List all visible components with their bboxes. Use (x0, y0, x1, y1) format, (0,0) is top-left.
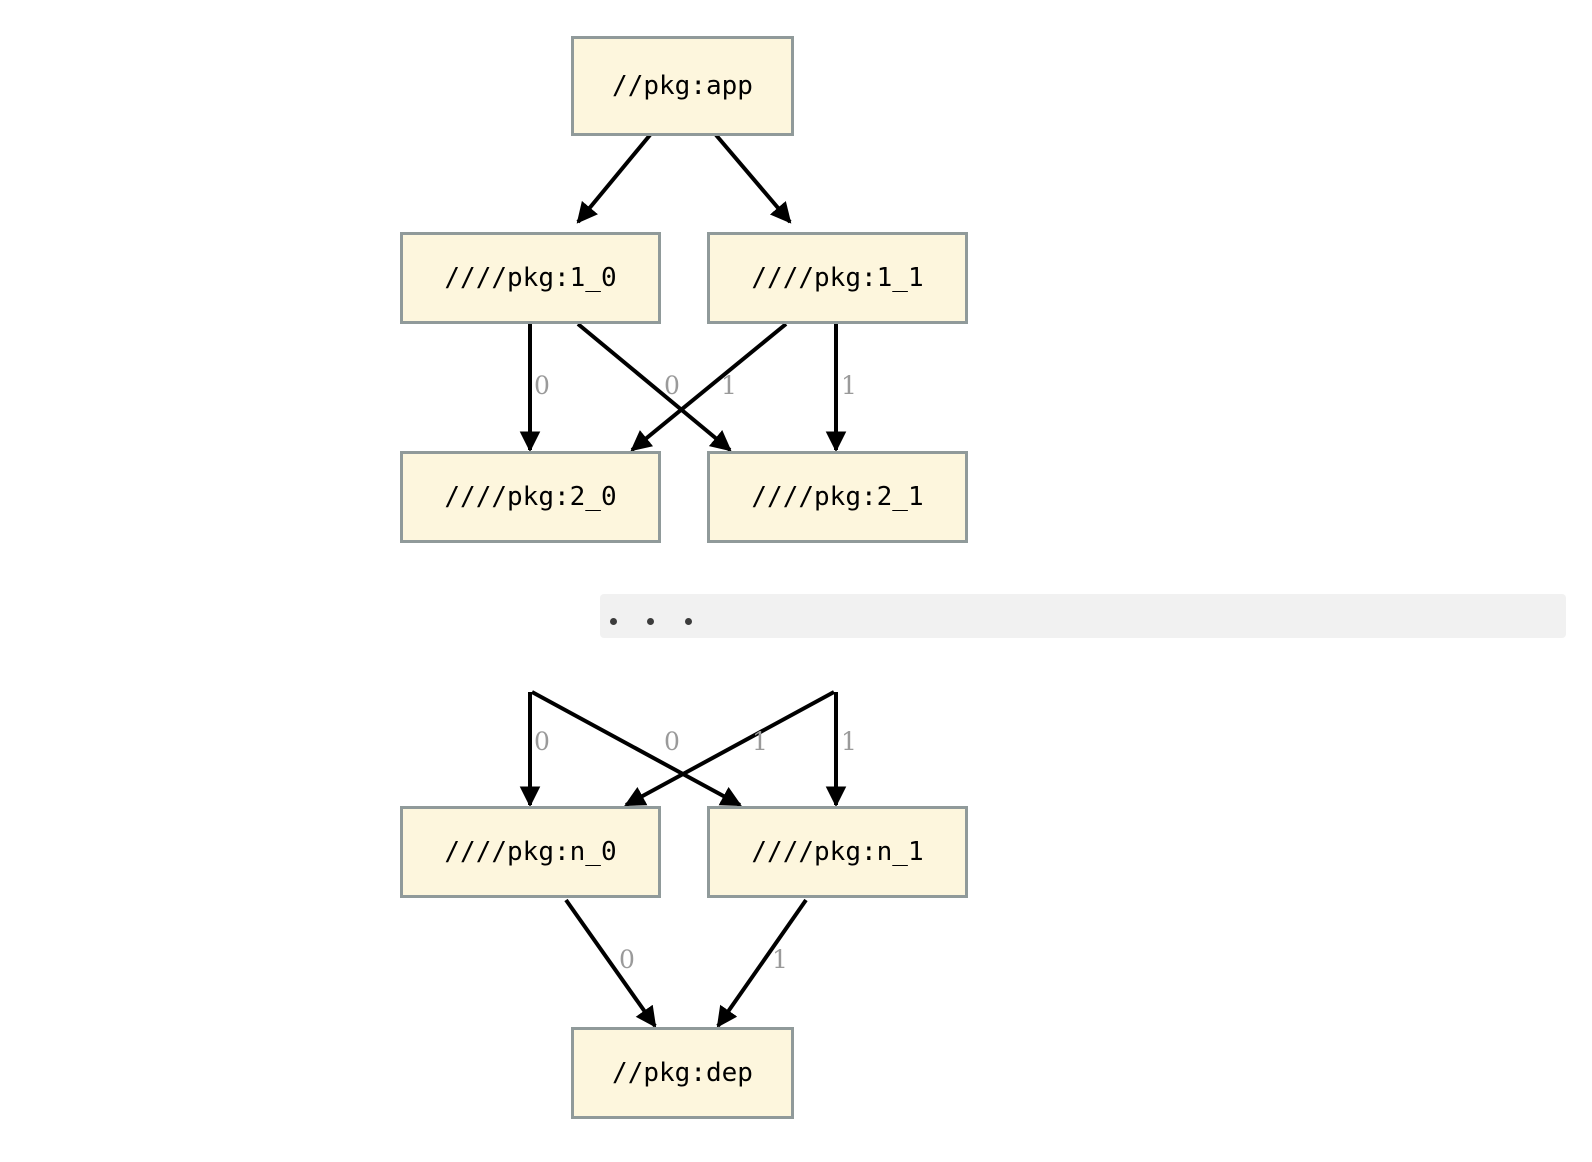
node-n_0[interactable]: ////pkg:n_0 (400, 806, 661, 898)
edge-label-1_1-2_0: 1 (721, 371, 737, 400)
node-n_1[interactable]: ////pkg:n_1 (707, 806, 968, 898)
edge-label-1_0-2_1: 0 (664, 371, 680, 400)
edge-label-n_0-dep: 0 (619, 945, 635, 974)
edge-label-hidden1-n_0: 1 (752, 727, 768, 756)
edge-hidden1-to-n_0 (624, 690, 835, 807)
node-2_0[interactable]: ////pkg:2_0 (400, 451, 661, 543)
ellipsis-dot-1 (610, 618, 617, 625)
edge-label-1_1-2_1: 1 (841, 371, 857, 400)
ellipsis-dot-3 (685, 618, 692, 625)
edge-hidden0-to-n_1 (531, 690, 742, 807)
node-n_0-label: ////pkg:n_0 (444, 837, 617, 867)
ellipsis-band (600, 594, 1566, 638)
node-n_1-label: ////pkg:n_1 (751, 837, 924, 867)
node-2_1-label: ////pkg:2_1 (751, 482, 924, 512)
edge-1_1-to-2_0 (630, 322, 788, 452)
ellipsis-dot-2 (647, 618, 654, 625)
node-1_0-label: ////pkg:1_0 (444, 263, 617, 293)
edge-app-to-1_1 (714, 133, 792, 224)
node-dep-label: //pkg:dep (612, 1058, 753, 1088)
node-2_1[interactable]: ////pkg:2_1 (707, 451, 968, 543)
node-1_1[interactable]: ////pkg:1_1 (707, 232, 968, 324)
node-1_0[interactable]: ////pkg:1_0 (400, 232, 661, 324)
edge-label-hidden1-n_1: 1 (841, 727, 857, 756)
edge-app-to-1_0 (576, 133, 652, 224)
node-2_0-label: ////pkg:2_0 (444, 482, 617, 512)
edge-label-n_1-dep: 1 (772, 945, 788, 974)
edge-label-1_0-2_0: 0 (534, 371, 550, 400)
node-dep[interactable]: //pkg:dep (571, 1027, 794, 1119)
node-app-label: //pkg:app (612, 71, 753, 101)
edge-label-hidden0-n_1: 0 (664, 727, 680, 756)
edge-1_0-to-2_1 (576, 322, 732, 452)
edge-n_0-to-dep (564, 898, 657, 1028)
edge-label-hidden0-n_0: 0 (534, 727, 550, 756)
node-app[interactable]: //pkg:app (571, 36, 794, 136)
node-1_1-label: ////pkg:1_1 (751, 263, 924, 293)
edge-n_1-to-dep (716, 898, 808, 1028)
